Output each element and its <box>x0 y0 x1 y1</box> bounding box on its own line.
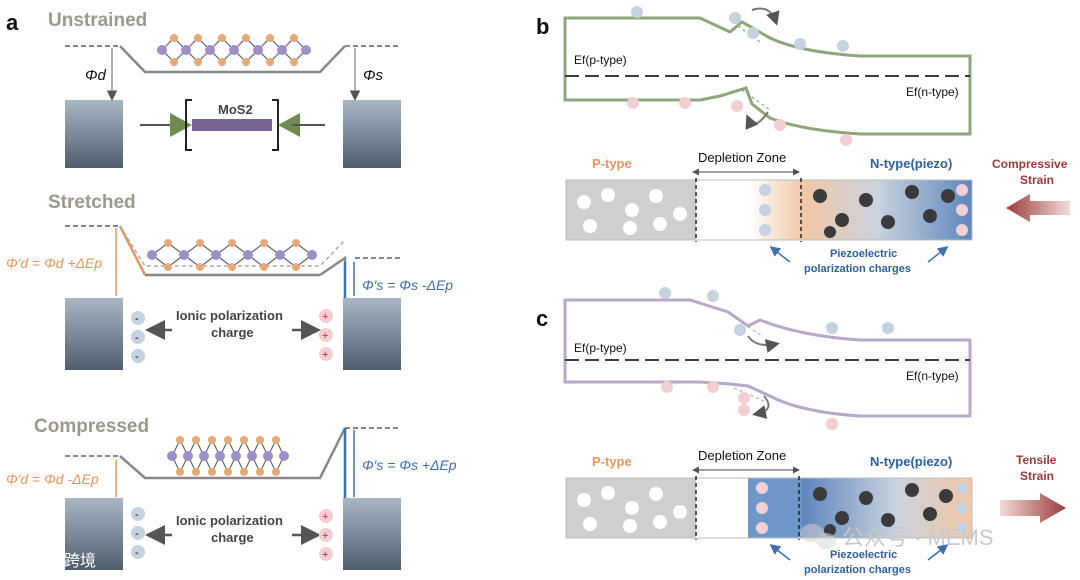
svg-text:-: - <box>135 528 139 540</box>
panel-c-strain-line2: Strain <box>1020 469 1054 483</box>
panel-c-piezo-line2: polarization charges <box>804 564 911 576</box>
left-electrode-stretched <box>65 298 123 370</box>
tensile-strain-arrow <box>1000 493 1066 523</box>
panel-b-n-type: N-type(piezo) <box>870 156 952 171</box>
panel-b-electrons <box>631 6 849 52</box>
panel-b-piezo-line1: Piezoelectric <box>830 248 897 260</box>
svg-text:+: + <box>322 511 328 523</box>
panel-b-ef-p: Ef(p-type) <box>574 53 627 67</box>
compressed-positive-charges: + + + <box>319 509 333 561</box>
unstrained-title: Unstrained <box>48 10 147 31</box>
mos2-lattice-stretched <box>147 239 317 271</box>
stretched-ionic-line1: Ionic polarization <box>176 308 283 323</box>
phi-d-label: Φd <box>85 67 107 84</box>
svg-text:+: + <box>322 311 328 323</box>
stretched-ionic-line2: charge <box>211 325 254 340</box>
wechat-watermark-icon <box>800 524 836 549</box>
compressed-ionic-line1: Ionic polarization <box>176 513 283 528</box>
panel-b-band-diagram: Ef(p-type) Ef(n-type) <box>563 6 972 146</box>
svg-text:-: - <box>135 313 139 325</box>
right-electrode-compressed <box>343 498 401 570</box>
panel-c-label: c <box>536 306 548 331</box>
panel-b-strain-line2: Strain <box>1020 173 1054 187</box>
svg-text:+: + <box>322 530 328 542</box>
panel-c-band-diagram: Ef(p-type) Ef(n-type) <box>563 287 972 430</box>
left-electrode <box>65 100 123 168</box>
watermark-left: 大数跨境 <box>32 551 96 570</box>
svg-text:-: - <box>135 547 139 559</box>
stretched-diagram: Stretched Φ′d = Φd +ΔEp Φ′s = Φs -ΔEp Io… <box>6 192 453 370</box>
panel-b-piezo-line2: polarization charges <box>804 263 911 275</box>
mos2-lattice-compressed <box>167 436 289 476</box>
svg-text:-: - <box>135 332 139 344</box>
mos2-device-symbol: MoS2 <box>140 99 325 151</box>
panel-c-junction: P-type Depletion Zone N-type(piezo) Piez… <box>565 448 1066 576</box>
svg-text:+: + <box>322 349 328 361</box>
svg-text:+: + <box>322 330 328 342</box>
panel-c-ef-n: Ef(n-type) <box>906 369 959 383</box>
stretched-negative-charges: - - - <box>131 311 145 363</box>
panel-c-ef-p: Ef(p-type) <box>574 341 627 355</box>
watermark-right: 公众号 · MEMS <box>842 525 994 550</box>
compressed-eq-d: Φ′d = Φd -ΔEp <box>6 471 99 487</box>
panel-c-strain-line1: Tensile <box>1016 453 1057 467</box>
panel-c-electrons <box>659 287 894 336</box>
svg-text:-: - <box>135 509 139 521</box>
unstrained-diagram: Unstrained Φd Φs M <box>48 10 401 168</box>
panel-c-depletion: Depletion Zone <box>698 448 786 463</box>
panel-c-piezo-line1: Piezoelectric <box>830 549 897 561</box>
stretched-title: Stretched <box>48 192 136 213</box>
compressed-negative-charges: - - - <box>131 507 145 559</box>
stretched-eq-s: Φ′s = Φs -ΔEp <box>362 277 453 293</box>
panel-b-strain-line1: Compressive <box>992 157 1068 171</box>
stretched-eq-d: Φ′d = Φd +ΔEp <box>6 255 102 271</box>
panel-b-junction: P-type Depletion Zone N-type(piezo) Piez… <box>565 150 1070 275</box>
panel-c-n-type: N-type(piezo) <box>870 454 952 469</box>
mos2-label: MoS2 <box>218 102 253 117</box>
watermark-left-icon <box>5 550 28 567</box>
panel-c-p-type: P-type <box>592 454 632 469</box>
compressed-title: Compressed <box>34 416 149 437</box>
compressed-diagram: Compressed Φ′d = Φd -ΔEp Φ′s = Φs +ΔEp I… <box>6 416 457 570</box>
panel-b-p-type: P-type <box>592 156 632 171</box>
stretched-positive-charges: + + + <box>319 309 333 361</box>
panel-b-holes <box>627 97 852 146</box>
compressive-strain-arrow <box>1006 194 1070 222</box>
compressed-ionic-line2: charge <box>211 530 254 545</box>
svg-text:-: - <box>135 351 139 363</box>
mos2-lattice-unstrained <box>157 34 311 66</box>
svg-text:+: + <box>322 549 328 561</box>
panel-b-ef-n: Ef(n-type) <box>906 85 959 99</box>
phi-s-label: Φs <box>363 67 384 84</box>
left-electrode-compressed <box>65 498 123 570</box>
compressed-eq-s: Φ′s = Φs +ΔEp <box>362 457 457 473</box>
right-electrode-stretched <box>343 298 401 370</box>
panel-a-label: a <box>6 10 19 35</box>
right-electrode <box>343 100 401 168</box>
panel-b-depletion: Depletion Zone <box>698 150 786 165</box>
panel-c-holes <box>661 381 838 430</box>
panel-b-label: b <box>536 14 549 39</box>
